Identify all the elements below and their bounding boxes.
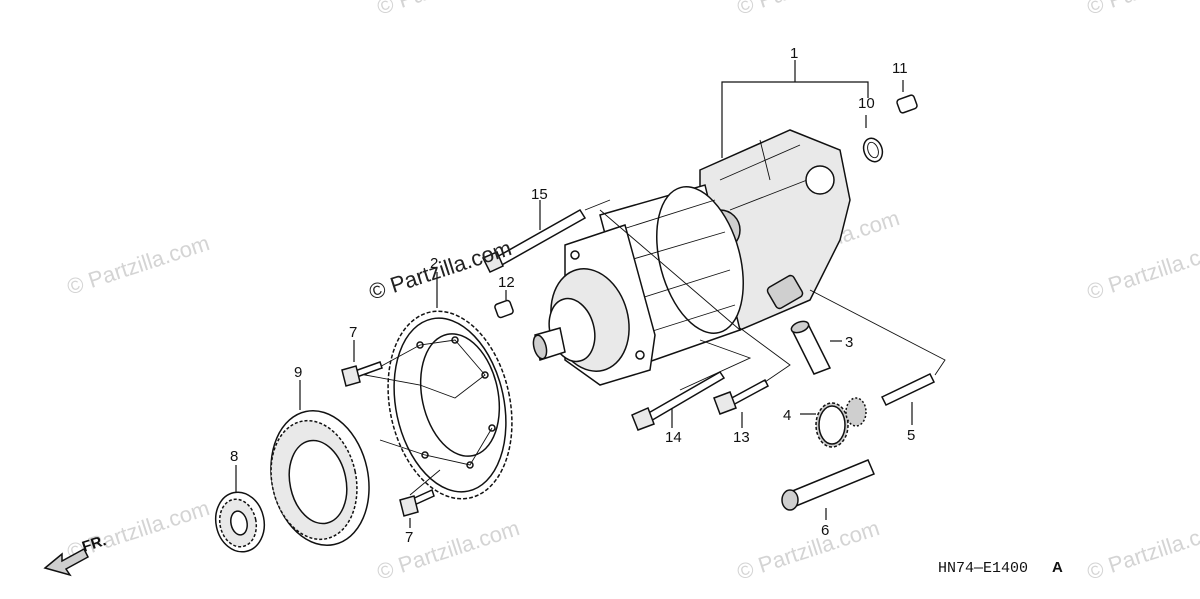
callout-1: 1 xyxy=(790,45,798,62)
diagram-code: HN74—E1400 xyxy=(938,560,1028,577)
bolt-15 xyxy=(481,199,741,331)
bearing-9 xyxy=(270,380,370,547)
callout-12: 12 xyxy=(498,274,515,291)
bushing-11 xyxy=(896,80,918,114)
watermark: © Partzilla.com xyxy=(374,515,523,585)
bolt-7-lower xyxy=(399,488,435,528)
diagram-code-suffix: A xyxy=(1052,559,1063,576)
watermark: © Partzilla.com xyxy=(374,0,523,20)
callout-11: 11 xyxy=(892,60,908,77)
shaft-3 xyxy=(790,320,842,375)
watermark: © Partzilla.com xyxy=(1084,515,1200,585)
watermark: © Partzilla.com xyxy=(1084,0,1200,20)
pin-5 xyxy=(809,289,946,425)
callout-6: 6 xyxy=(821,522,829,539)
bolt-14 xyxy=(631,339,752,431)
front-label: FR. xyxy=(80,532,108,556)
callout-14: 14 xyxy=(665,429,682,446)
o-ring-10 xyxy=(862,137,884,163)
starter-motor-assembly xyxy=(532,129,851,386)
watermark: © Partzilla.com xyxy=(734,0,883,20)
callout-13: 13 xyxy=(733,429,750,446)
callout-10: 10 xyxy=(858,95,875,112)
watermark: © Partzilla.com xyxy=(64,230,213,300)
bolt-13 xyxy=(713,327,791,428)
callout-labels: 1 2 3 4 5 6 7 7 8 9 10 11 12 13 14 15 xyxy=(230,45,915,546)
callout-8: 8 xyxy=(230,448,238,465)
callout-3: 3 xyxy=(845,334,853,351)
front-arrow xyxy=(43,547,89,577)
idle-gear-4 xyxy=(800,397,867,448)
dowel-pin-12 xyxy=(494,290,514,319)
bolt-7-upper xyxy=(341,340,383,387)
bracket-1 xyxy=(721,60,869,158)
callout-15: 15 xyxy=(531,186,548,203)
alignment-lines-lower xyxy=(379,427,493,496)
callout-7-upper: 7 xyxy=(349,324,357,341)
callout-2: 2 xyxy=(430,255,438,272)
ring-gear-2 xyxy=(387,272,513,500)
alignment-lines-upper xyxy=(363,339,486,399)
watermark: © Partzilla.com xyxy=(734,515,883,585)
watermark: © Partzilla.com xyxy=(1084,235,1200,305)
callout-5: 5 xyxy=(907,427,915,444)
callout-9: 9 xyxy=(294,364,302,381)
shaft-6 xyxy=(781,459,875,520)
callout-7-lower: 7 xyxy=(405,529,413,546)
callout-4: 4 xyxy=(783,407,791,424)
bearing-8 xyxy=(214,465,266,553)
